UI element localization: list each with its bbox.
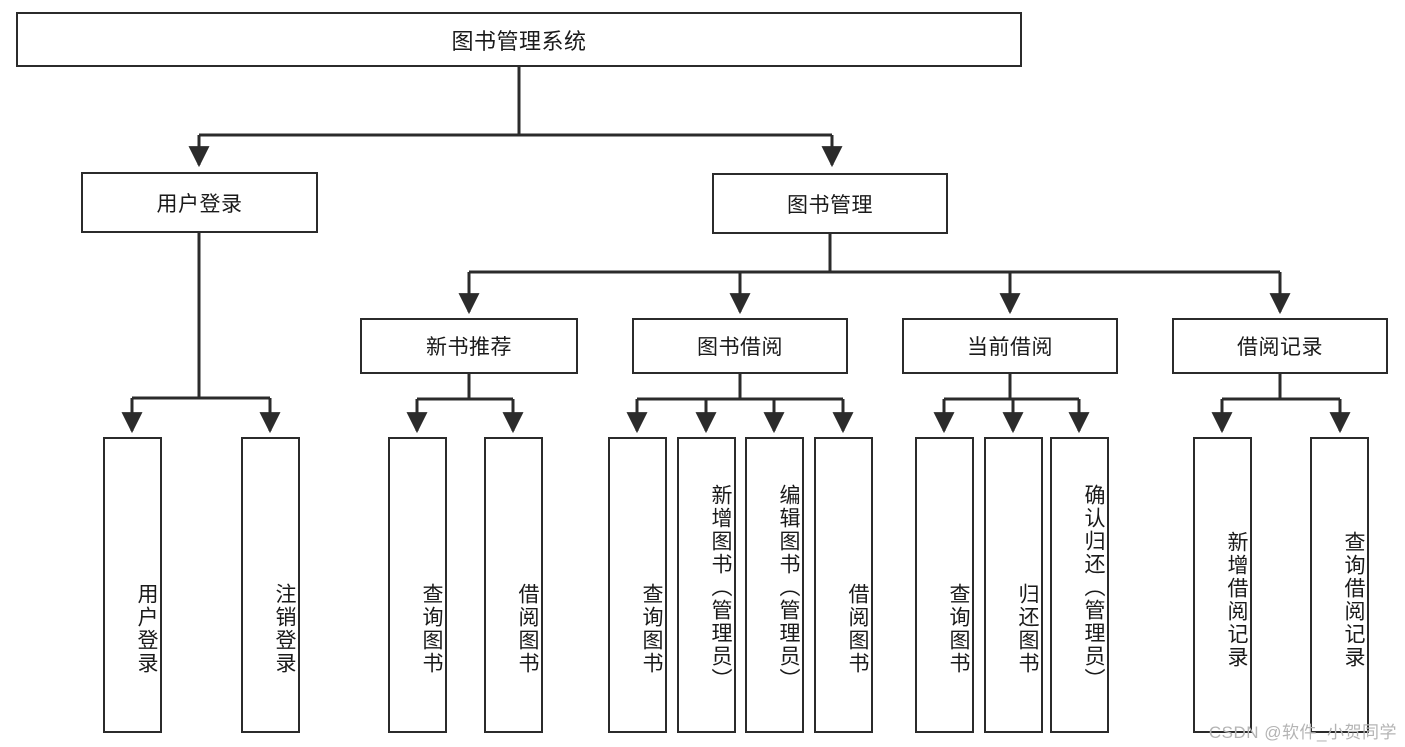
node-book-management[interactable]: 图书管理 bbox=[712, 173, 948, 234]
watermark-text: CSDN @软件_小贺同学 bbox=[1208, 723, 1397, 742]
node-label: 查询图书 bbox=[420, 583, 443, 675]
node-user-login[interactable]: 用户登录 bbox=[81, 172, 318, 233]
node-label: 用户登录 bbox=[135, 583, 158, 675]
node-label: 借阅图书 bbox=[846, 583, 869, 675]
node-label: 图书管理 bbox=[787, 193, 873, 217]
leaf-edit-book-admin[interactable]: 编辑图书（管理员） bbox=[745, 437, 804, 733]
leaf-confirm-return-admin[interactable]: 确认归还（管理员） bbox=[1050, 437, 1109, 733]
node-book-borrow[interactable]: 图书借阅 bbox=[632, 318, 848, 374]
node-borrow-record[interactable]: 借阅记录 bbox=[1172, 318, 1388, 374]
node-label: 归还图书 bbox=[1016, 583, 1039, 675]
node-label: 查询借阅记录 bbox=[1342, 531, 1365, 669]
node-label: 当前借阅 bbox=[967, 336, 1053, 359]
node-label: 借阅记录 bbox=[1237, 336, 1323, 359]
node-new-book-recommend[interactable]: 新书推荐 bbox=[360, 318, 578, 374]
node-label: 新书推荐 bbox=[426, 336, 512, 359]
node-label: 图书管理系统 bbox=[451, 28, 587, 54]
leaf-search-book-current[interactable]: 查询图书 bbox=[915, 437, 974, 733]
node-label: 注销登录 bbox=[273, 583, 296, 675]
node-label: 确认归还（管理员） bbox=[1082, 483, 1105, 691]
leaf-add-book-admin[interactable]: 新增图书（管理员） bbox=[677, 437, 736, 733]
node-label: 查询图书 bbox=[640, 583, 663, 675]
node-label: 新增图书（管理员） bbox=[709, 483, 732, 691]
leaf-search-book-recommend[interactable]: 查询图书 bbox=[388, 437, 447, 733]
node-label: 新增借阅记录 bbox=[1225, 531, 1248, 669]
leaf-borrow-book-recommend[interactable]: 借阅图书 bbox=[484, 437, 543, 733]
leaf-search-borrow-record[interactable]: 查询借阅记录 bbox=[1310, 437, 1369, 733]
leaf-user-login[interactable]: 用户登录 bbox=[103, 437, 162, 733]
node-label: 图书借阅 bbox=[697, 336, 783, 359]
leaf-borrow-book[interactable]: 借阅图书 bbox=[814, 437, 873, 733]
leaf-user-logout[interactable]: 注销登录 bbox=[241, 437, 300, 733]
leaf-add-borrow-record[interactable]: 新增借阅记录 bbox=[1193, 437, 1252, 733]
node-root-system[interactable]: 图书管理系统 bbox=[16, 12, 1022, 67]
leaf-return-book[interactable]: 归还图书 bbox=[984, 437, 1043, 733]
node-current-borrow[interactable]: 当前借阅 bbox=[902, 318, 1118, 374]
node-label: 用户登录 bbox=[156, 192, 243, 216]
node-label: 编辑图书（管理员） bbox=[777, 483, 800, 691]
node-label: 查询图书 bbox=[947, 583, 970, 675]
leaf-search-book-borrow[interactable]: 查询图书 bbox=[608, 437, 667, 733]
node-label: 借阅图书 bbox=[516, 583, 539, 675]
